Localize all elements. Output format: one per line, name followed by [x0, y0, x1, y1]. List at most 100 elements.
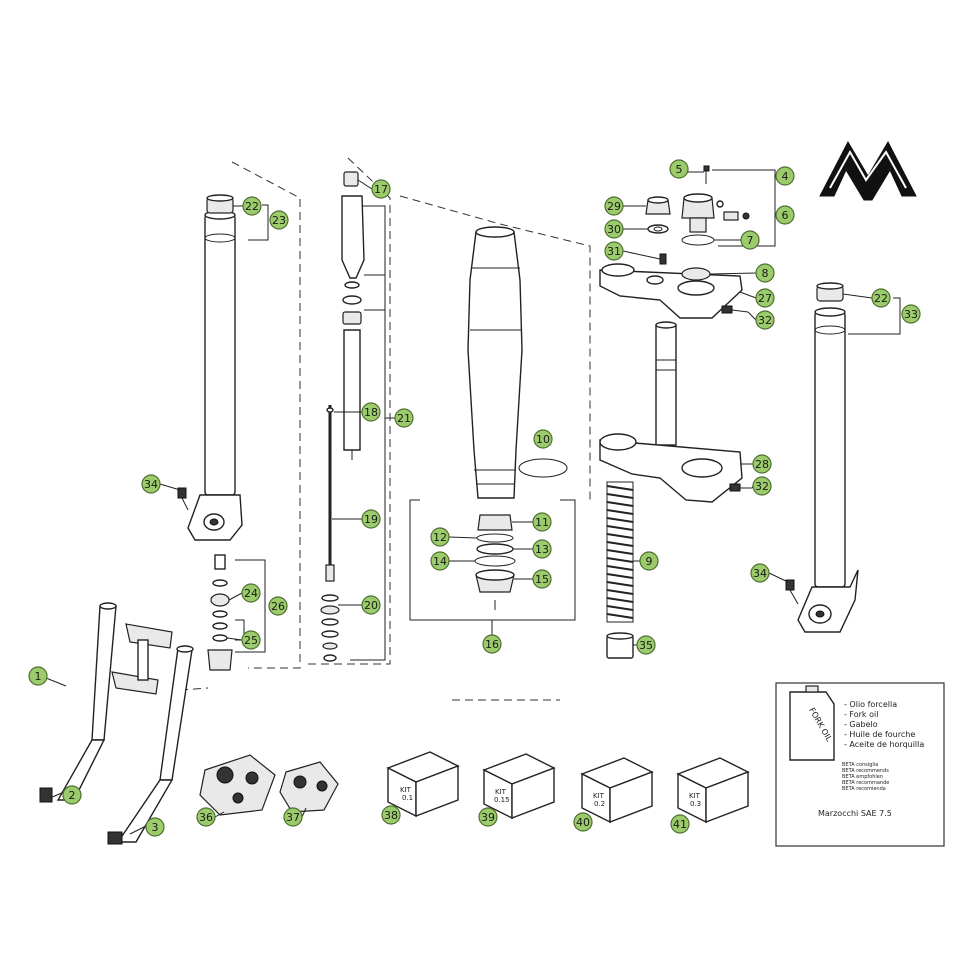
- inner-tube: [467, 226, 523, 499]
- callout-circle: [371, 179, 391, 199]
- callout-number: 19: [364, 513, 378, 526]
- kit-box-39: KIT 0.15: [482, 753, 556, 820]
- callout-number: 16: [485, 638, 499, 651]
- callout-circle: [394, 408, 414, 428]
- callout-circle: [62, 785, 82, 805]
- leader-lines: [45, 171, 873, 835]
- callout-circle: [141, 474, 161, 494]
- recommend-3: BETA empfohlen: [842, 774, 883, 780]
- callout-circle: [755, 263, 775, 283]
- callout-35: 35: [636, 635, 656, 655]
- callout-circle: [750, 563, 770, 583]
- callout-number: 25: [244, 634, 258, 647]
- top-nut: [681, 267, 711, 281]
- callout-circle: [901, 304, 921, 324]
- callout-number: 17: [374, 183, 388, 196]
- callout-number: 3: [152, 821, 159, 834]
- callout-19: 19: [361, 509, 381, 529]
- callout-number: 24: [244, 587, 258, 600]
- callout-circle: [268, 596, 288, 616]
- callout-27: 27: [755, 288, 775, 308]
- callout-34b: 34: [750, 563, 770, 583]
- kit-40-value: 0.2: [594, 800, 605, 808]
- callout-number: 21: [397, 412, 411, 425]
- marzocchi-logo: [819, 140, 917, 201]
- callout-number: 11: [535, 516, 549, 529]
- callout-21: 21: [394, 408, 414, 428]
- callout-circle: [241, 630, 261, 650]
- callout-circle: [639, 551, 659, 571]
- callout-circle: [478, 807, 498, 827]
- callout-number: 1: [35, 670, 42, 683]
- callout-24: 24: [241, 583, 261, 603]
- kit-38-label: KIT: [400, 786, 412, 794]
- callout-number: 7: [747, 234, 754, 247]
- callout-circle: [381, 805, 401, 825]
- callout-12: 12: [430, 527, 450, 547]
- callout-circle: [361, 509, 381, 529]
- callout-number: 2: [69, 789, 76, 802]
- oil-spec: Marzocchi SAE 7.5: [818, 809, 892, 818]
- callout-9: 9: [639, 551, 659, 571]
- callout-41: 41: [670, 814, 690, 834]
- callout-number: 37: [286, 811, 300, 824]
- kit-39-label: KIT: [495, 788, 507, 796]
- callout-circle: [430, 551, 450, 571]
- callout-number: 14: [433, 555, 447, 568]
- callout-circle: [871, 288, 891, 308]
- oil-line-1: - Olio forcella: [844, 700, 897, 709]
- callout-circle: [604, 241, 624, 261]
- callout-number: 10: [536, 433, 550, 446]
- callout-number: 12: [433, 531, 447, 544]
- callout-circle: [482, 634, 502, 654]
- fork-spring: [606, 481, 634, 623]
- kit-box-41: KIT 0.3: [676, 757, 750, 824]
- callout-number: 27: [758, 292, 772, 305]
- callout-circle: [755, 310, 775, 330]
- callout-32: 32: [755, 310, 775, 330]
- callout-22: 22: [242, 196, 262, 216]
- callout-number: 34: [753, 567, 767, 580]
- callout-number: 22: [874, 292, 888, 305]
- callout-number: 31: [607, 245, 621, 258]
- right-outer-tube: [797, 282, 859, 633]
- callout-circle: [670, 814, 690, 834]
- callout-number: 30: [607, 223, 621, 236]
- callout-number: 28: [755, 458, 769, 471]
- callout-4: 4: [775, 166, 795, 186]
- callout-23: 23: [269, 210, 289, 230]
- callout-circle: [573, 812, 593, 832]
- callout-number: 41: [673, 818, 687, 831]
- callout-8: 8: [755, 263, 775, 283]
- callout-29: 29: [604, 196, 624, 216]
- callout-number: 15: [535, 573, 549, 586]
- callout-36: 36: [196, 807, 216, 827]
- callout-25: 25: [241, 630, 261, 650]
- callout-number: 38: [384, 809, 398, 822]
- callout-10: 10: [533, 429, 553, 449]
- callout-6: 6: [775, 205, 795, 225]
- callout-number: 32: [755, 480, 769, 493]
- spacer-tube: [606, 632, 634, 659]
- callout-number: 20: [364, 599, 378, 612]
- callout-number: 6: [782, 209, 789, 222]
- callout-number: 4: [782, 170, 789, 183]
- callout-circle: [283, 807, 303, 827]
- callout-number: 23: [272, 214, 286, 227]
- callout-38: 38: [381, 805, 401, 825]
- oil-line-3: - Gabelo: [844, 720, 878, 729]
- recommend-5: BETA recomienda: [842, 786, 886, 792]
- left-bleed-screw: [177, 487, 189, 511]
- callout-circle: [740, 230, 760, 250]
- steering-stem: [655, 321, 677, 446]
- callout-7: 7: [740, 230, 760, 250]
- callout-circle: [604, 219, 624, 239]
- lower-triple-clamp: [599, 433, 743, 503]
- callout-number: 33: [904, 308, 918, 321]
- callout-circle: [636, 635, 656, 655]
- callout-circle: [361, 402, 381, 422]
- right-bleed-screw: [785, 579, 799, 605]
- callout-2: 2: [62, 785, 82, 805]
- callout-number: 36: [199, 811, 213, 824]
